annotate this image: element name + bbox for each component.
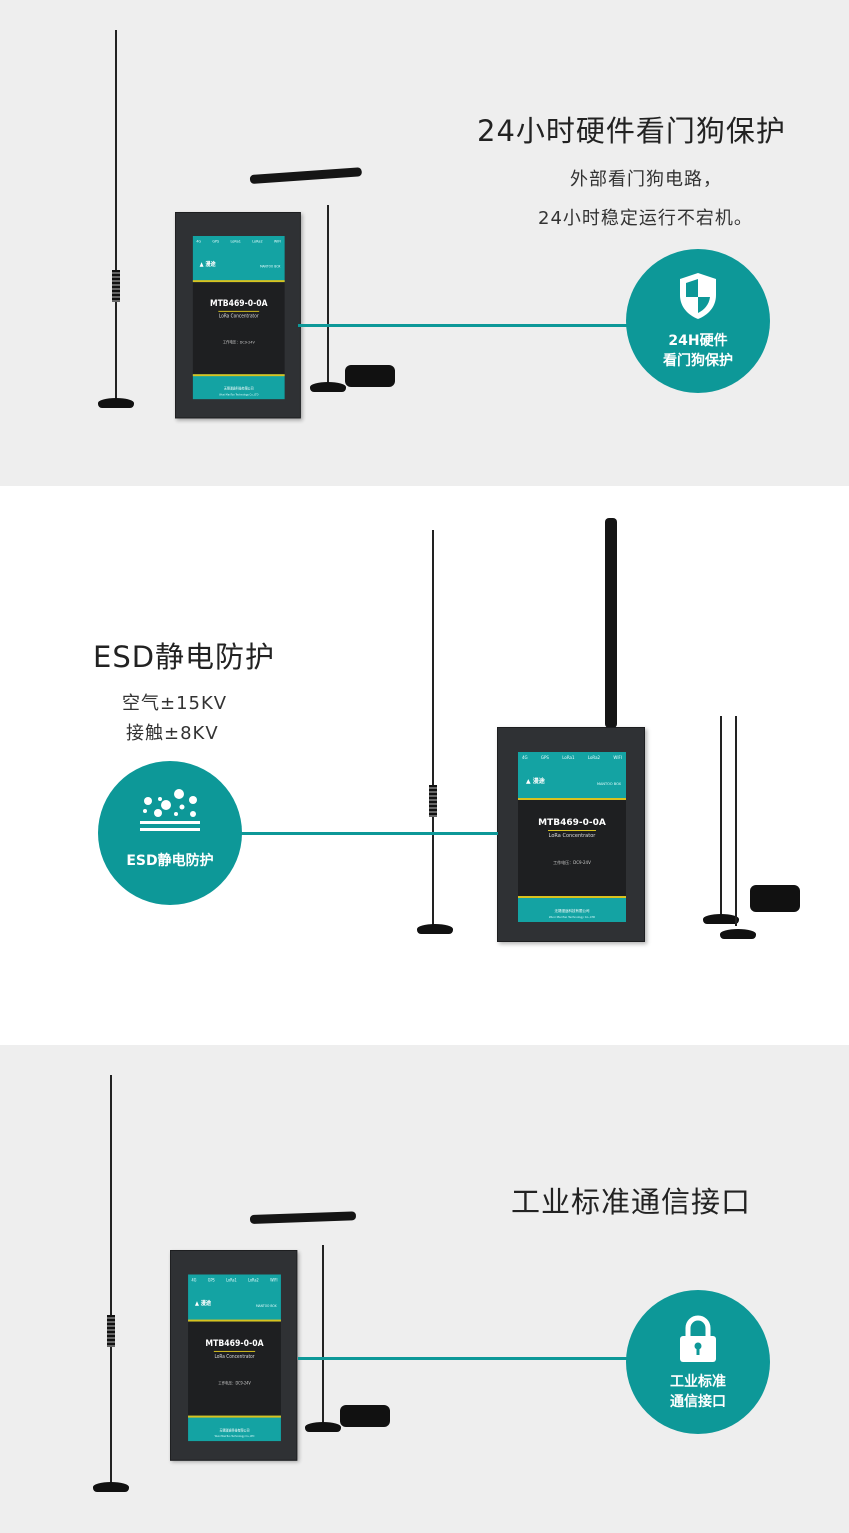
device-company: 无锡漫途科技有限公司 xyxy=(219,1428,250,1433)
port-label: LoRa2 xyxy=(248,1277,259,1283)
device-model: MTB469-0-0A xyxy=(209,299,268,309)
section-text: 外部看门狗电路， xyxy=(570,169,722,190)
device-company: 无锡漫途科技有限公司 xyxy=(223,386,254,391)
antenna-whip xyxy=(429,530,437,930)
section-text: 空气±15KV xyxy=(122,693,228,714)
port-label: LoRa2 xyxy=(252,238,263,244)
device-front-panel: 4G GPS LoRa1 LoRa2 WIFI ▲ 漫途 MANTOO BOX … xyxy=(192,236,285,400)
device-company: 无锡漫途科技有限公司 xyxy=(554,909,590,913)
device-body: 4G GPS LoRa1 LoRa2 WIFI ▲ 漫途 MANTOO BOX … xyxy=(170,1250,298,1461)
port-label: LoRa2 xyxy=(587,755,601,760)
device-image: 4G GPS LoRa1 LoRa2 WIFI ▲ 漫途 MANTOO BOX … xyxy=(497,727,645,942)
port-label: 4G xyxy=(191,1277,197,1283)
section-title: 工业标准通信接口 xyxy=(511,1185,752,1219)
device-body: 4G GPS LoRa1 LoRa2 WIFI ▲ 漫途 MANTOO BOX … xyxy=(497,727,645,942)
antenna-whip xyxy=(107,1075,115,1485)
port-label: LoRa1 xyxy=(562,755,575,760)
feature-badge: 工业标准通信接口 xyxy=(626,1290,770,1434)
antenna-base xyxy=(93,1482,129,1492)
device-company-en: Wuxi ManTuo Technology Co.,LTD xyxy=(548,915,596,919)
port-label: GPS xyxy=(540,755,549,760)
lock-icon xyxy=(680,1315,716,1362)
rubber-antenna xyxy=(605,518,617,728)
badge-label: 看门狗保护 xyxy=(663,353,733,369)
device-body: 4G GPS LoRa1 LoRa2 WIFI ▲ 漫途 MANTOO BOX … xyxy=(175,212,301,419)
port-label: WIFI xyxy=(613,755,622,760)
connector-line xyxy=(298,324,638,327)
device-type: LoRa Concentrator xyxy=(214,1353,255,1360)
badge-label: 24H硬件 xyxy=(668,333,728,349)
antenna-whip xyxy=(112,30,120,400)
section-text: 24小时稳定运行不宕机。 xyxy=(538,208,753,229)
antenna-base xyxy=(98,398,134,408)
badge-label: 工业标准 xyxy=(670,1374,726,1390)
device-logo: ▲ 漫途 xyxy=(199,260,216,268)
gps-puck xyxy=(345,365,395,387)
device-logo: ▲ 漫途 xyxy=(526,778,545,785)
gps-puck xyxy=(340,1405,390,1427)
device-company-en: Wuxi ManTuo Technology Co.,LTD xyxy=(214,1434,255,1439)
section-esd: 4G GPS LoRa1 LoRa2 WIFI ▲ 漫途 MANTOO BOX … xyxy=(0,486,849,1045)
device-front-panel: 4G GPS LoRa1 LoRa2 WIFI ▲ 漫途 MANTOO BOX … xyxy=(188,1274,281,1442)
device-model: MTB469-0-0A xyxy=(205,1339,264,1349)
port-label: 4G xyxy=(522,755,528,760)
section-title: 24小时硬件看门狗保护 xyxy=(477,114,786,148)
device-voltage: 工作电压：DC9-24V xyxy=(222,339,255,345)
badge-label: 通信接口 xyxy=(670,1394,726,1410)
antenna-base xyxy=(305,1422,341,1432)
feature-badge: ESD静电防护 xyxy=(98,761,242,905)
antenna-whip xyxy=(322,1245,324,1425)
port-label: 4G xyxy=(196,238,202,244)
section-text: 接触±8KV xyxy=(126,723,219,744)
device-type: LoRa Concentrator xyxy=(548,833,596,839)
static-particles-icon xyxy=(140,789,200,831)
shield-icon xyxy=(680,273,716,319)
section-title: ESD静电防护 xyxy=(93,640,276,674)
connector-line xyxy=(298,1357,638,1360)
feature-badge: 24H硬件看门狗保护 xyxy=(626,249,770,393)
device-brand: MANTOO BOX xyxy=(596,782,621,786)
port-label: WIFI xyxy=(273,238,282,244)
device-brand: MANTOO BOX xyxy=(259,264,281,269)
port-label: LoRa1 xyxy=(226,1277,237,1283)
device-front-panel: 4G GPS LoRa1 LoRa2 WIFI ▲ 漫途 MANTOO BOX … xyxy=(518,752,626,922)
antenna-whip xyxy=(735,716,737,926)
antenna-base xyxy=(703,914,739,924)
device-voltage: 工作电压：DC9-24V xyxy=(218,1380,251,1386)
connector-line xyxy=(240,832,498,835)
device-logo: ▲ 漫途 xyxy=(194,1299,212,1307)
rubber-antenna xyxy=(249,1211,357,1224)
port-label: GPS xyxy=(207,1277,215,1283)
device-image: 4G GPS LoRa1 LoRa2 WIFI ▲ 漫途 MANTOO BOX … xyxy=(170,1250,298,1461)
port-label: LoRa1 xyxy=(230,238,241,244)
antenna-whip xyxy=(720,716,722,916)
badge-label: ESD静电防护 xyxy=(126,853,214,869)
device-voltage: 工作电压：DC9-24V xyxy=(553,860,591,865)
section-watchdog: 4G GPS LoRa1 LoRa2 WIFI ▲ 漫途 MANTOO BOX … xyxy=(0,0,849,486)
device-brand: MANTOO BOX xyxy=(255,1303,277,1308)
gps-puck xyxy=(750,885,800,912)
rubber-antenna xyxy=(249,167,363,184)
port-label: WIFI xyxy=(270,1277,278,1283)
antenna-base xyxy=(720,929,756,939)
antenna-base xyxy=(310,382,346,392)
antenna-whip xyxy=(327,205,329,385)
section-interface: 4G GPS LoRa1 LoRa2 WIFI ▲ 漫途 MANTOO BOX … xyxy=(0,1045,849,1533)
device-image: 4G GPS LoRa1 LoRa2 WIFI ▲ 漫途 MANTOO BOX … xyxy=(175,212,301,419)
port-label: GPS xyxy=(212,238,220,244)
device-type: LoRa Concentrator xyxy=(218,313,259,320)
device-model: MTB469-0-0A xyxy=(538,818,606,828)
antenna-base xyxy=(417,924,453,934)
device-company-en: Wuxi ManTuo Technology Co.,LTD xyxy=(219,392,259,397)
